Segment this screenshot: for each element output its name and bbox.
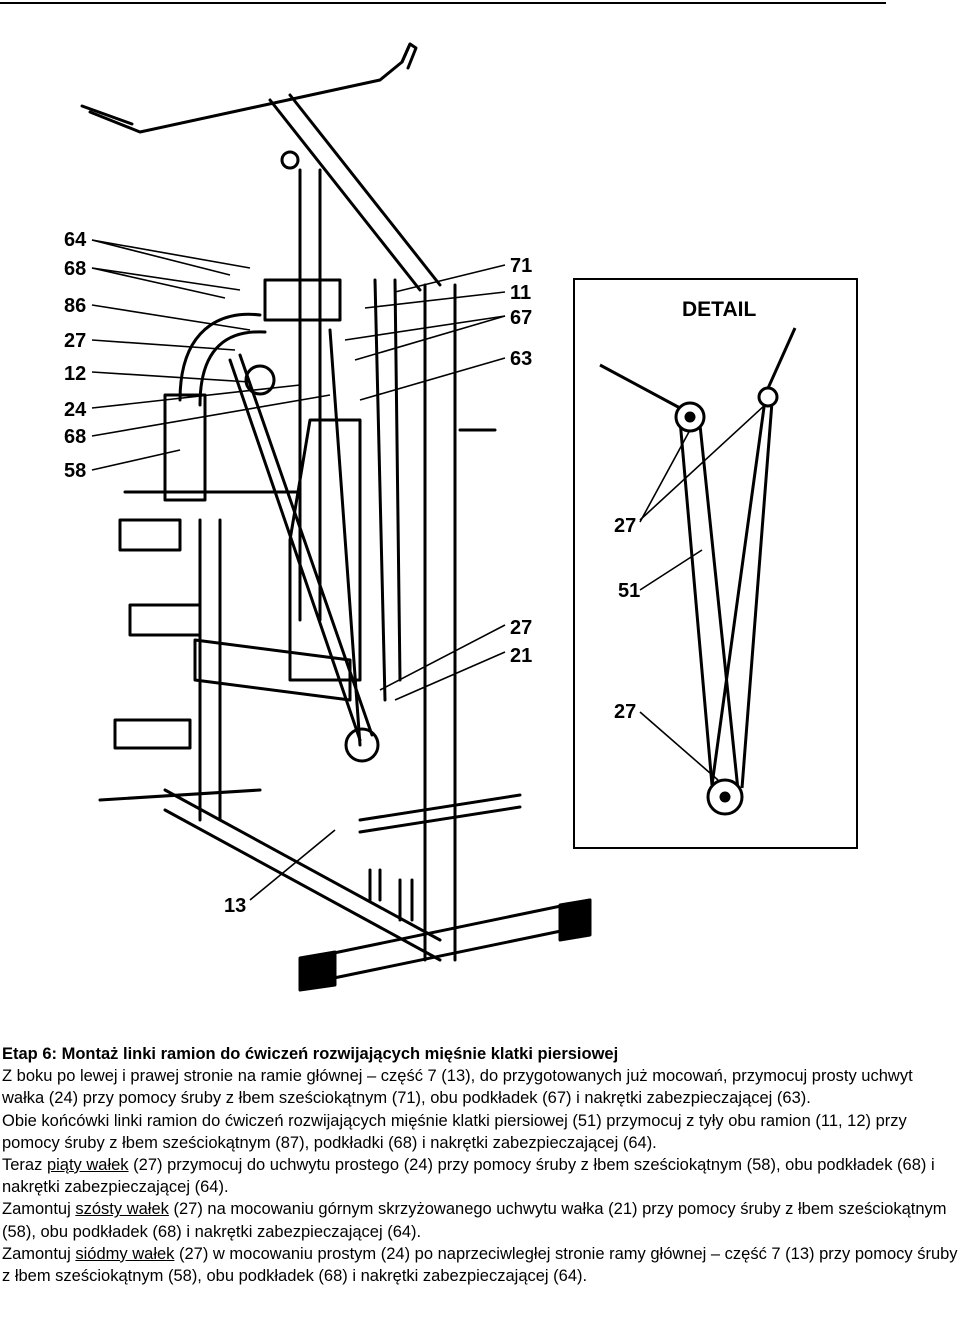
paragraph-3: Teraz piąty wałek (27) przymocuj do uchw… [2, 1156, 935, 1197]
paragraph-1: Z boku po lewej i prawej stronie na rami… [2, 1067, 913, 1108]
detail-label-27-top: 27 [614, 515, 636, 537]
paragraph-5: Zamontuj siódmy wałek (27) w mocowaniu p… [2, 1244, 958, 1286]
callout-68b: 68 [64, 426, 86, 448]
callout-27-lower: 27 [510, 617, 532, 639]
main-arm-tube [268, 98, 422, 292]
detail-inset: DETAIL 27 51 27 [573, 278, 858, 849]
callout-12: 12 [64, 363, 86, 385]
assembly-diagram: 64 68 86 27 12 24 68 58 71 11 67 63 27 2… [64, 42, 858, 992]
callout-labels: 64 68 86 27 12 24 68 58 71 11 67 63 27 2… [64, 229, 532, 917]
callout-21: 21 [510, 645, 532, 667]
machine-drawing [80, 42, 592, 992]
detail-cable [599, 327, 797, 791]
callout-86: 86 [64, 295, 86, 317]
callout-64: 64 [64, 229, 87, 251]
top-rule [0, 2, 886, 4]
detail-label-27-bottom: 27 [614, 701, 636, 723]
callout-68: 68 [64, 258, 86, 280]
callout-24: 24 [64, 399, 87, 421]
callout-71: 71 [510, 255, 532, 277]
leader-lines [91, 239, 506, 901]
callout-11: 11 [510, 282, 531, 304]
detail-title: DETAIL [682, 298, 756, 321]
callout-58: 58 [64, 460, 86, 482]
callout-67: 67 [510, 307, 532, 329]
step-heading: Etap 6: Montaż linki ramion do ćwiczeń r… [2, 1045, 619, 1063]
paragraph-4: Zamontuj szósty wałek (27) na mocowaniu … [2, 1200, 947, 1241]
underlined-fifth-roller: piąty wałek [46, 1156, 129, 1175]
underlined-sixth-roller: szósty wałek [75, 1200, 169, 1219]
callout-63: 63 [510, 348, 532, 370]
callout-13: 13 [224, 895, 246, 917]
instructions-text: Etap 6: Montaż linki ramion do ćwiczeń r… [2, 1043, 958, 1287]
detail-pulleys [674, 386, 779, 816]
detail-label-51: 51 [618, 580, 640, 602]
underlined-seventh-roller: siódmy wałek [75, 1244, 175, 1263]
callout-27: 27 [64, 330, 86, 352]
paragraph-2: Obie końcówki linki ramion do ćwiczeń ro… [2, 1111, 907, 1152]
top-handle [88, 42, 412, 134]
